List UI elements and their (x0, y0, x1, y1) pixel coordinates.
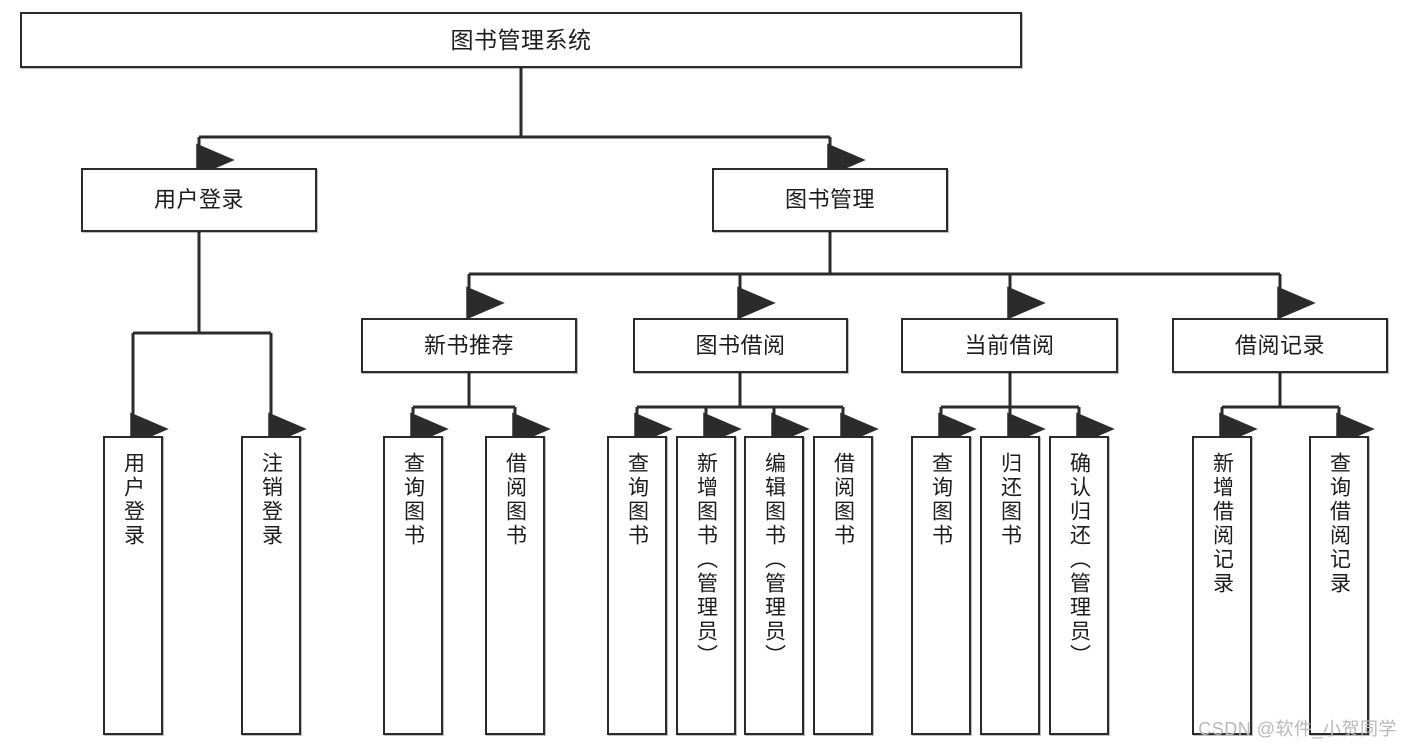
leaf-query-book-2-label: 查询图书 (625, 452, 649, 548)
leaf-user-login[interactable]: 用户登录 (103, 436, 163, 735)
csdn-watermark: CSDN @软件_小贺同学 (1198, 719, 1397, 739)
node-borrow-record-label: 借阅记录 (1234, 332, 1325, 358)
leaf-borrow-book-2-label: 借阅图书 (831, 452, 855, 548)
node-new-book-recommend-label: 新书推荐 (423, 332, 514, 358)
leaf-confirm-return-admin[interactable]: 确认归还（管理员） (1049, 436, 1109, 735)
leaf-borrow-book-1-label: 借阅图书 (503, 452, 527, 548)
leaf-add-borrow-record-label: 新增借阅记录 (1210, 452, 1234, 596)
leaf-confirm-return-admin-label: 确认归还（管理员） (1067, 452, 1091, 668)
leaf-add-book-admin-label: 新增图书（管理员） (694, 452, 718, 668)
leaf-query-borrow-record-label: 查询借阅记录 (1327, 452, 1351, 596)
leaf-borrow-book-2[interactable]: 借阅图书 (813, 436, 873, 735)
leaf-borrow-book-1[interactable]: 借阅图书 (485, 436, 545, 735)
node-new-book-recommend[interactable]: 新书推荐 (361, 318, 577, 373)
node-current-borrow-label: 当前借阅 (964, 332, 1055, 358)
leaf-user-login-label: 用户登录 (121, 452, 145, 548)
leaf-query-book-3[interactable]: 查询图书 (911, 436, 971, 735)
node-user-login[interactable]: 用户登录 (81, 168, 317, 232)
leaf-logout[interactable]: 注销登录 (241, 436, 301, 735)
node-borrow-record[interactable]: 借阅记录 (1172, 318, 1388, 373)
leaf-add-book-admin[interactable]: 新增图书（管理员） (676, 436, 736, 735)
leaf-query-book-1-label: 查询图书 (401, 452, 425, 548)
leaf-logout-label: 注销登录 (259, 452, 283, 548)
leaf-query-book-3-label: 查询图书 (929, 452, 953, 548)
leaf-return-book[interactable]: 归还图书 (980, 436, 1040, 735)
node-current-borrow[interactable]: 当前借阅 (901, 318, 1118, 373)
leaf-query-book-1[interactable]: 查询图书 (383, 436, 443, 735)
leaf-return-book-label: 归还图书 (998, 452, 1022, 548)
node-root[interactable]: 图书管理系统 (20, 12, 1022, 68)
node-book-management[interactable]: 图书管理 (712, 168, 948, 232)
leaf-query-borrow-record[interactable]: 查询借阅记录 (1309, 436, 1369, 735)
leaf-edit-book-admin-label: 编辑图书（管理员） (762, 452, 786, 668)
leaf-edit-book-admin[interactable]: 编辑图书（管理员） (744, 436, 804, 735)
leaf-add-borrow-record[interactable]: 新增借阅记录 (1192, 436, 1252, 735)
node-user-login-label: 用户登录 (153, 187, 244, 213)
node-book-borrow-label: 图书借阅 (695, 332, 786, 358)
node-root-label: 图书管理系统 (450, 26, 592, 53)
leaf-query-book-2[interactable]: 查询图书 (607, 436, 667, 735)
node-book-borrow[interactable]: 图书借阅 (633, 318, 848, 373)
node-book-management-label: 图书管理 (784, 187, 875, 213)
